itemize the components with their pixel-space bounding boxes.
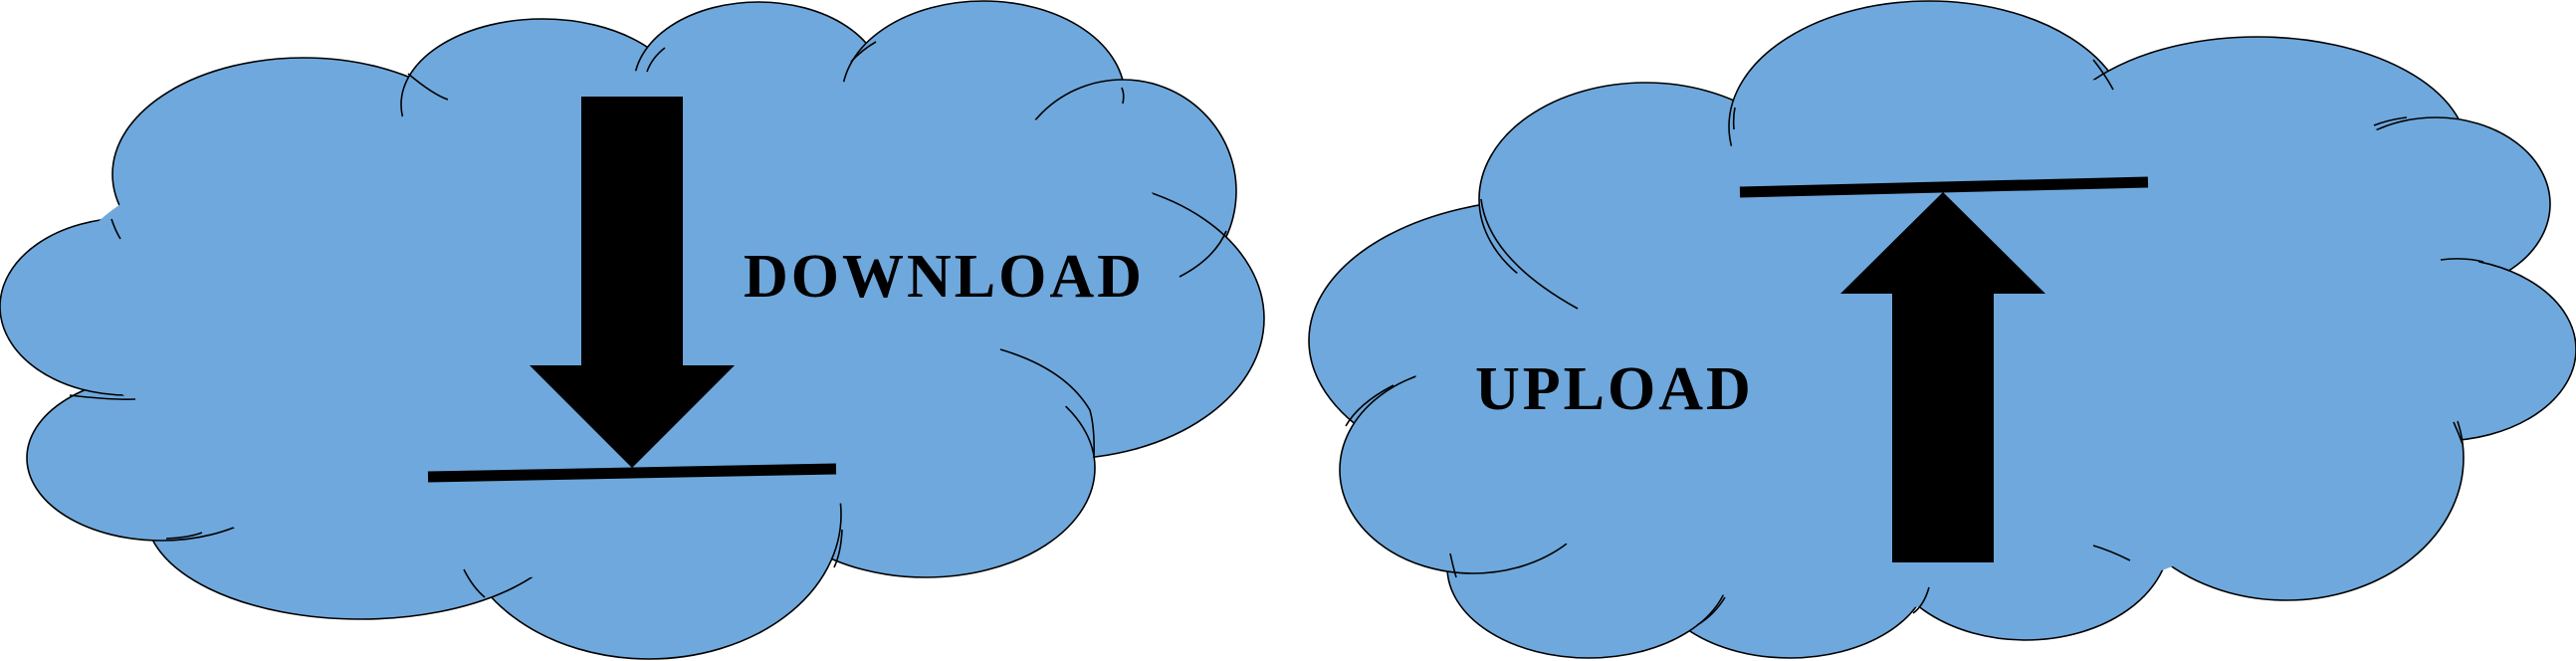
download-cloud: DOWNLOAD: [0, 0, 1265, 660]
cloud-crease: [1732, 107, 1736, 130]
cloud-crease: [1480, 198, 1579, 310]
cloud-interior: [2120, 179, 2498, 478]
upload-arrow: [1840, 192, 2045, 562]
cloud-crease: [1121, 87, 1125, 105]
cloud-crease: [1179, 230, 1227, 278]
cloud-interior: [328, 70, 1045, 309]
cloud-crease: [850, 41, 877, 63]
download-cloud-creases: [69, 41, 1227, 598]
upload-topline: [1739, 176, 2149, 198]
cloud-crease: [646, 47, 666, 73]
download-label: DOWNLOAD: [744, 243, 1145, 311]
cloud-crease: [2440, 258, 2484, 263]
download-cloud-lobes: [0, 0, 1265, 660]
cloud-crease: [999, 348, 1095, 459]
cloud-crease: [2092, 545, 2131, 561]
upload-cloud-creases: [1345, 59, 2484, 626]
upload-label: UPLOAD: [1475, 355, 1754, 423]
arrow-up-from-line-icon: [1739, 176, 2149, 562]
cloud-crease: [407, 73, 449, 101]
upload-cloud-lobes: [1308, 0, 2576, 659]
arrow-down-to-line-icon: [427, 97, 837, 483]
cloud-crease: [463, 568, 486, 598]
cloud-crease: [1912, 586, 1930, 614]
download-baseline: [427, 463, 837, 483]
cloud-crease: [833, 529, 843, 568]
cloud-crease: [1696, 596, 1726, 626]
cloud-crease: [1345, 384, 1395, 427]
cloud-crease: [2373, 116, 2408, 126]
cloud-crease: [165, 532, 203, 540]
cloud-crease: [110, 218, 121, 240]
cloud-interior: [1543, 408, 2240, 607]
upload-cloud: UPLOAD: [1308, 0, 2576, 659]
cloud-crease: [1449, 552, 1457, 578]
cloud-crease: [69, 394, 136, 400]
download-arrow: [530, 97, 735, 468]
cloud-crease: [2453, 421, 2464, 445]
cloud-crease: [2092, 59, 2114, 91]
